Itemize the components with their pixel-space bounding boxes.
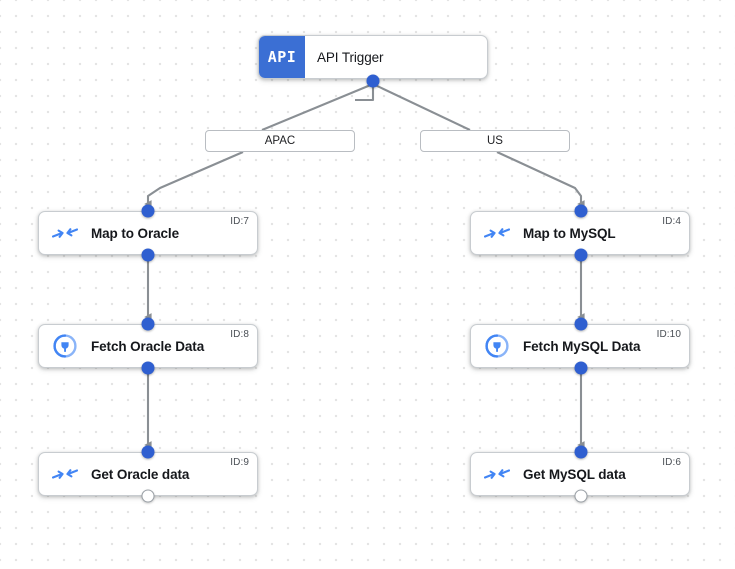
branch-label-us[interactable]: US (420, 130, 570, 152)
node-id-map-to-mysql: ID:4 (662, 216, 681, 227)
node-id-get-mysql-data: ID:6 (662, 457, 681, 468)
node-label-fetch-oracle-data: Fetch Oracle Data (91, 338, 205, 354)
node-api-trigger[interactable]: API API Trigger (258, 35, 488, 79)
branch-label-apac-text: APAC (264, 135, 296, 147)
port-input-get-oracle-data[interactable] (141, 445, 155, 459)
port-output-map-to-oracle[interactable] (141, 248, 155, 262)
node-fetch-mysql-data[interactable]: Fetch MySQL Data ID:10 (470, 324, 690, 368)
api-badge-text: API (267, 48, 297, 66)
database-plug-icon (39, 325, 91, 367)
node-id-fetch-mysql-data: ID:10 (656, 329, 681, 340)
node-label-map-to-mysql: Map to MySQL (523, 225, 616, 241)
edge-us-to-map-mysql (496, 151, 585, 208)
node-label-fetch-mysql-data: Fetch MySQL Data (523, 338, 641, 354)
node-get-mysql-data[interactable]: Get MySQL data ID:6 (470, 452, 690, 496)
merge-arrows-icon (471, 212, 523, 254)
port-output-map-to-mysql[interactable] (574, 248, 588, 262)
port-input-fetch-oracle-data[interactable] (141, 317, 155, 331)
edge-apac-to-map-oracle (144, 151, 244, 208)
node-id-map-to-oracle: ID:7 (230, 216, 249, 227)
node-label-get-mysql-data: Get MySQL data (523, 466, 626, 482)
port-output-api-trigger[interactable] (366, 74, 380, 88)
port-output-get-oracle-data[interactable] (141, 489, 155, 503)
database-plug-icon (471, 325, 523, 367)
merge-arrows-icon (39, 453, 91, 495)
merge-arrows-icon (39, 212, 91, 254)
port-output-get-mysql-data[interactable] (574, 489, 588, 503)
merge-arrows-icon (471, 453, 523, 495)
port-input-get-mysql-data[interactable] (574, 445, 588, 459)
port-output-fetch-oracle-data[interactable] (141, 361, 155, 375)
port-output-fetch-mysql-data[interactable] (574, 361, 588, 375)
edge-trigger-us-diag (372, 83, 471, 131)
node-fetch-oracle-data[interactable]: Fetch Oracle Data ID:8 (38, 324, 258, 368)
api-badge-icon: API (259, 36, 305, 78)
port-input-map-to-mysql[interactable] (574, 204, 588, 218)
node-label-api-trigger: API Trigger (317, 49, 384, 65)
port-input-fetch-mysql-data[interactable] (574, 317, 588, 331)
branch-label-apac[interactable]: APAC (205, 130, 355, 152)
branch-label-us-text: US (487, 135, 503, 147)
node-label-map-to-oracle: Map to Oracle (91, 225, 179, 241)
port-input-map-to-oracle[interactable] (141, 204, 155, 218)
node-id-fetch-oracle-data: ID:8 (230, 329, 249, 340)
node-id-get-oracle-data: ID:9 (230, 457, 249, 468)
node-label-get-oracle-data: Get Oracle data (91, 466, 190, 482)
edge-trigger-apac-diag (261, 83, 374, 131)
node-get-oracle-data[interactable]: Get Oracle data ID:9 (38, 452, 258, 496)
